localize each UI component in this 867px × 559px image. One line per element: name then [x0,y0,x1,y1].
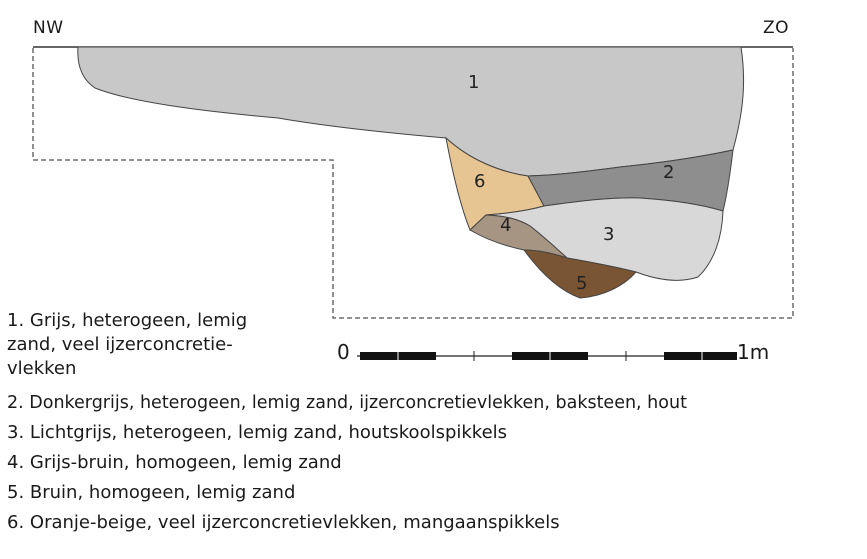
scale-segment-5 [664,352,702,360]
legend-line: 5. Bruin, homogeen, lemig zand [7,481,295,505]
orientation-nw: NW [33,18,64,38]
layer-6-number: 6 [474,171,485,192]
legend-line: 4. Grijs-bruin, homogeen, lemig zand [7,451,342,475]
scale-segment-6 [702,352,737,360]
layer-2-number: 2 [663,162,674,183]
orientation-zo: ZO [763,18,789,38]
layer-5-number: 5 [576,273,587,294]
layer-3-number: 3 [603,224,614,245]
legend-line: 6. Oranje-beige, veel ijzerconcretievlek… [7,511,560,535]
scale-segment-2 [398,352,436,360]
legend-line: vlekken [7,357,76,381]
legend-line: 1. Grijs, heterogeen, lemig [7,309,247,333]
legend-line: 2. Donkergrijs, heterogeen, lemig zand, … [7,391,687,415]
legend-line: zand, veel ijzerconcretie- [7,333,233,357]
scale-segment-3 [512,352,550,360]
layer-1-shape [78,47,744,176]
scale-end-label: 1m [737,340,769,364]
layer-4-number: 4 [500,215,511,236]
scale-start-label: 0 [337,340,350,364]
scale-segment-4 [550,352,588,360]
scale-bar [357,350,737,362]
scale-segment-1 [360,352,398,360]
legend-line: 3. Lichtgrijs, heterogeen, lemig zand, h… [7,421,507,445]
layer-1-number: 1 [468,72,479,93]
